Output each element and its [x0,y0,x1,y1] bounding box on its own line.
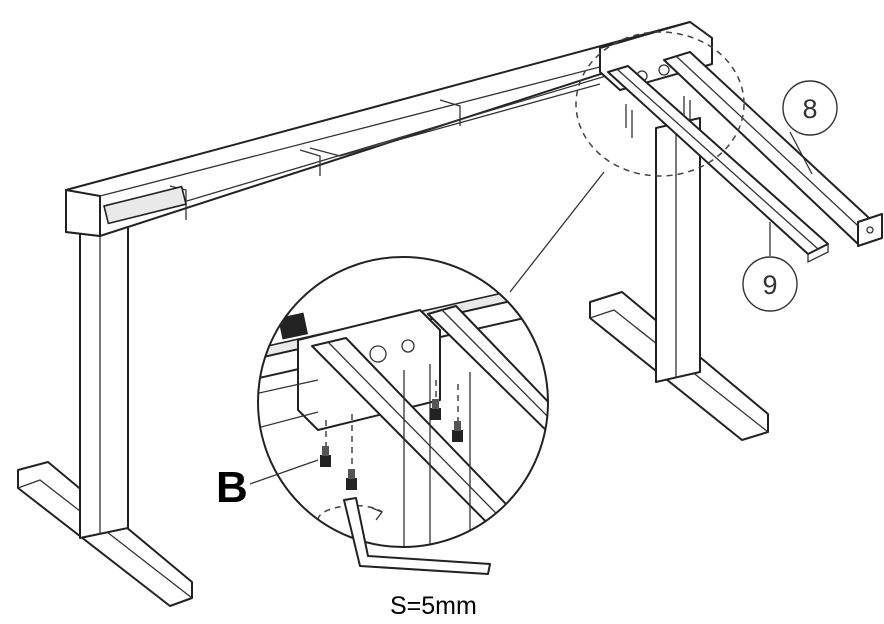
screw-b-label: B [216,463,248,512]
screw-b-callout: B [216,459,319,512]
crossbar-9 [607,65,829,264]
screw-4 [452,421,463,442]
hex-wrench-icon [343,497,491,575]
screw-2 [346,469,357,490]
screw-3 [430,399,441,420]
right-leg [589,117,769,441]
zoom-detail [257,256,549,548]
callout-9-text: 9 [762,270,777,300]
joint-screws [625,96,691,138]
zoom-leader-line [509,171,605,293]
left-leg [17,221,193,607]
callout-8: 8 [782,80,838,175]
screw-1 [320,446,331,467]
detail-highlight-circle [575,31,745,177]
wrench-size-label: S=5mm [390,592,477,620]
crossbar-8 [663,51,883,247]
callout-9: 9 [742,222,798,312]
callout-8-text: 8 [802,94,817,124]
top-beam [65,21,713,237]
